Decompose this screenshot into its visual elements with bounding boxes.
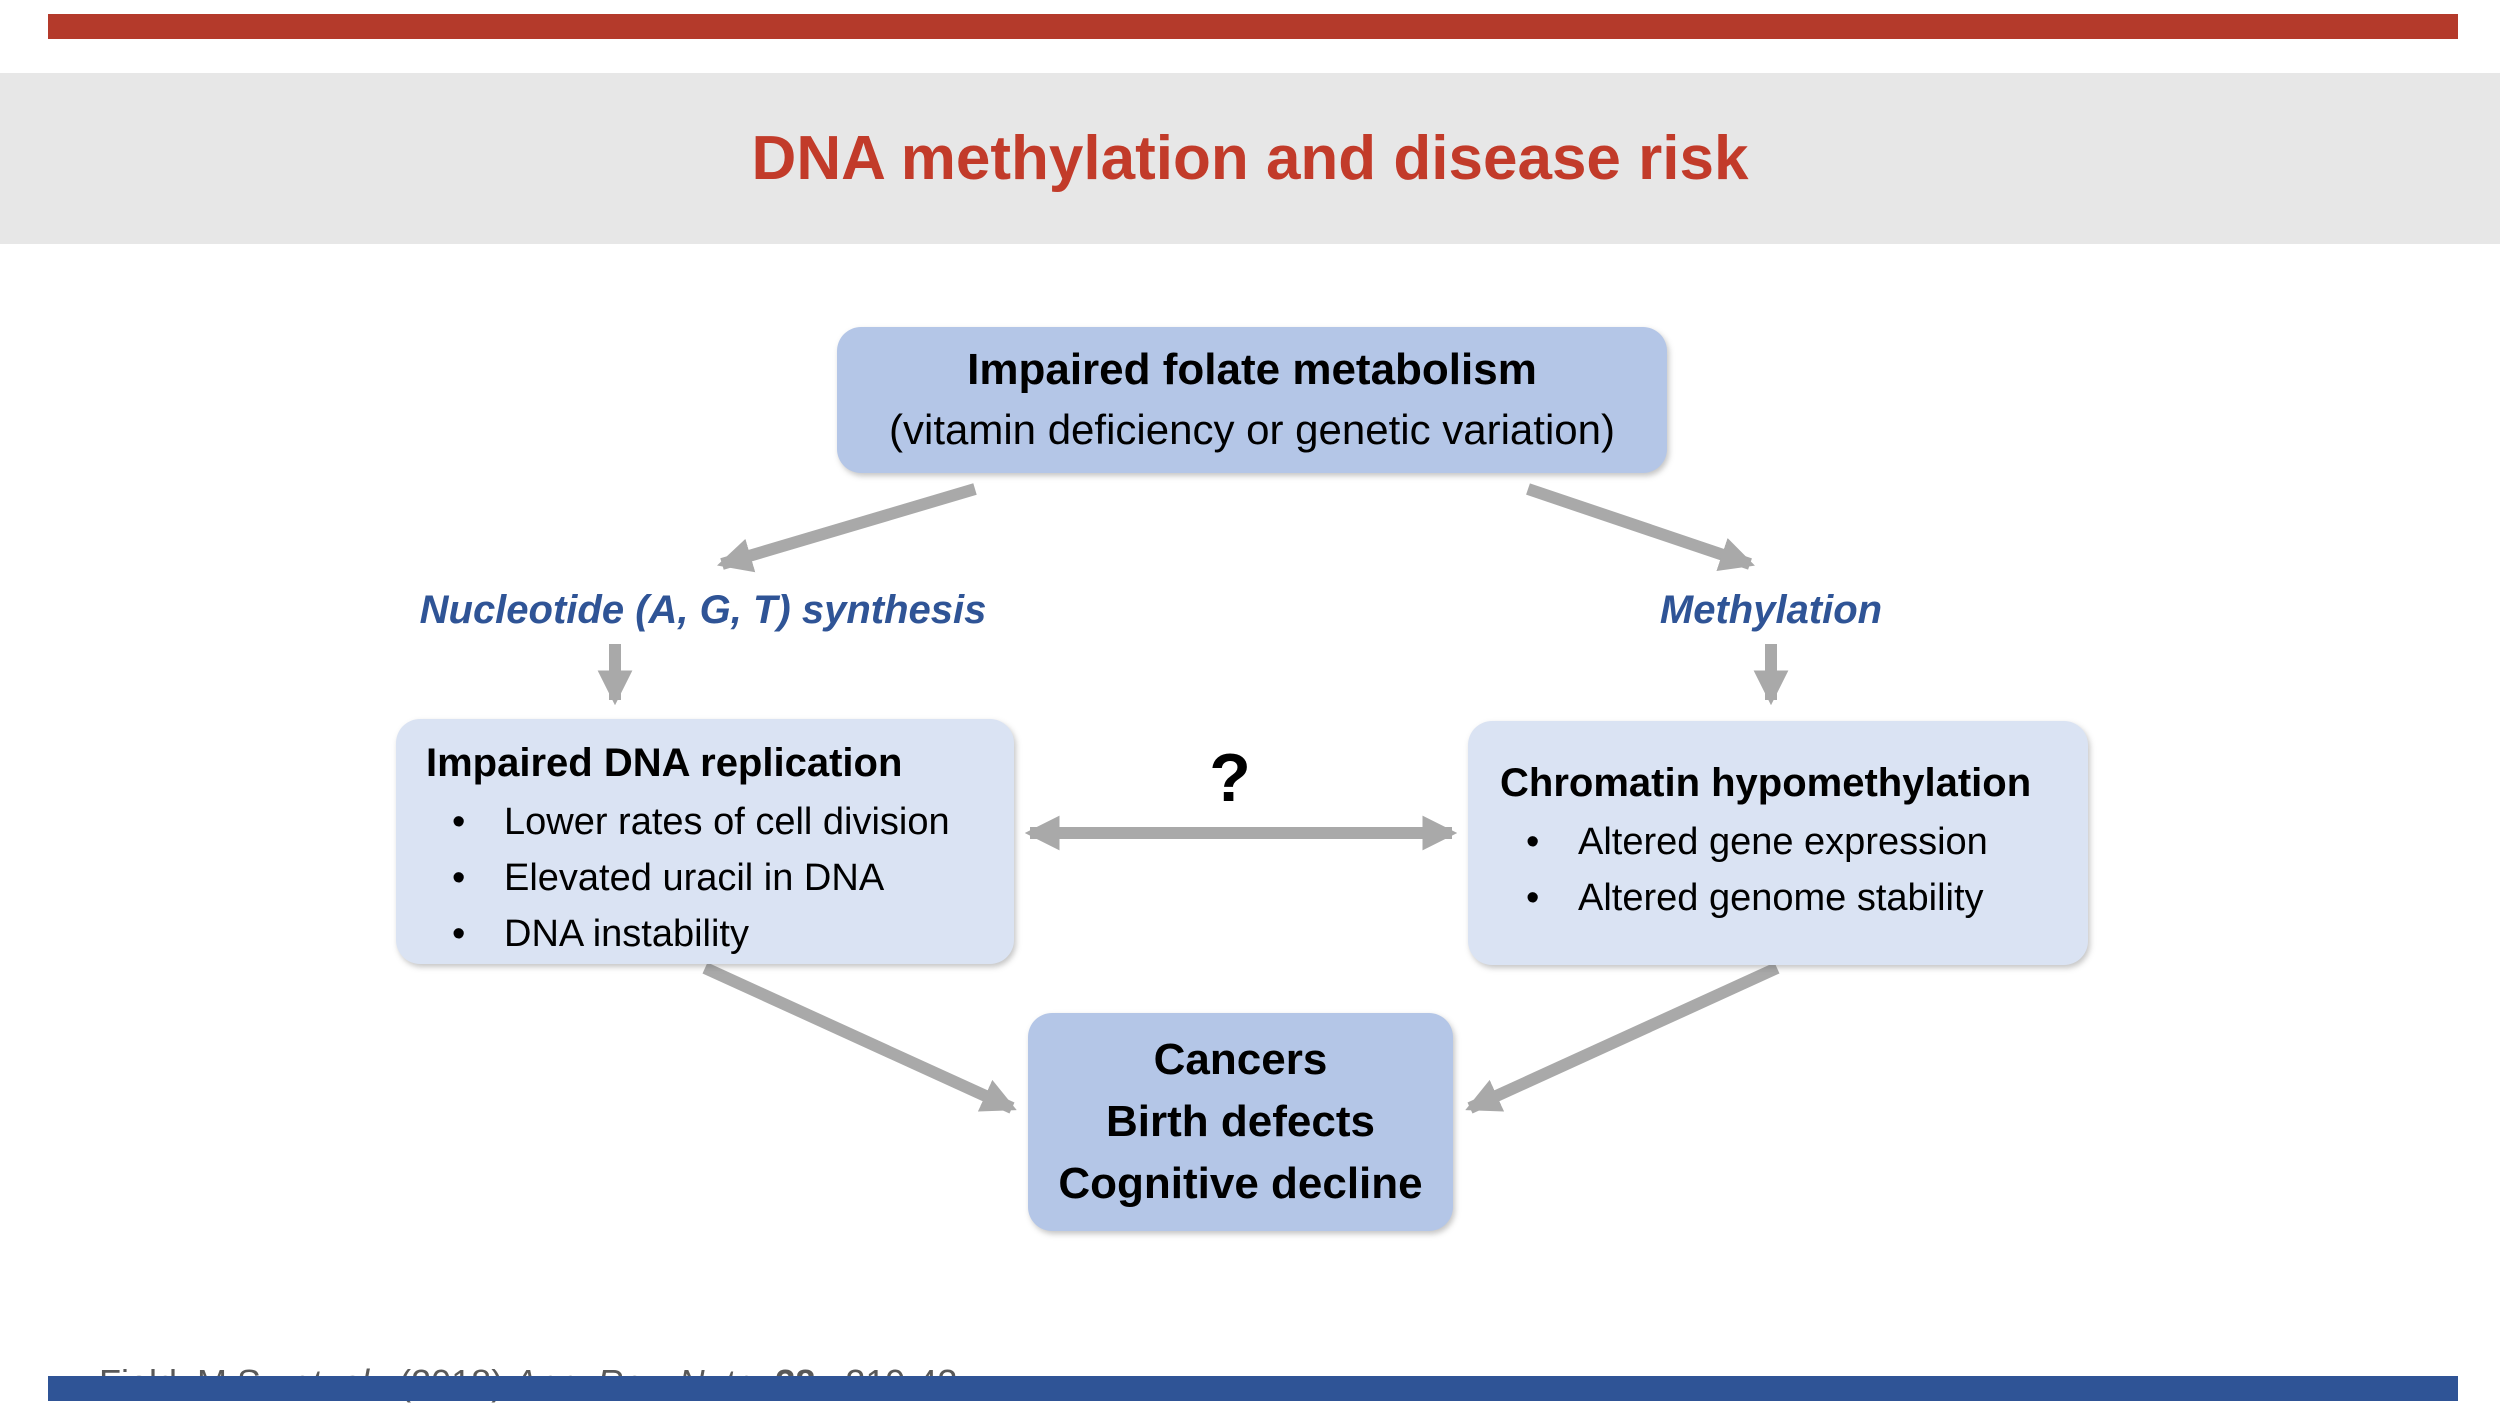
- bullet-item: Altered genome stability: [1526, 870, 2060, 926]
- outcome-line: Cognitive decline: [1058, 1159, 1423, 1208]
- arrow-topbox-to-right-label-icon: [1526, 483, 1755, 572]
- right-branch-label: Methylation: [1659, 588, 1883, 632]
- outcome-line: Birth defects: [1106, 1097, 1375, 1146]
- top-box-subtitle: (vitamin deficiency or genetic variation…: [889, 406, 1615, 453]
- left-box-impaired-dna-replication: Impaired DNA replication Lower rates of …: [396, 719, 1014, 964]
- left-box-title: Impaired DNA replication: [426, 741, 903, 785]
- left-branch-label: Nucleotide (A, G, T) synthesis: [419, 588, 987, 632]
- question-mark-label: ?: [1209, 740, 1251, 816]
- right-box-title: Chromatin hypomethylation: [1500, 760, 2032, 805]
- right-box-chromatin-hypomethylation: Chromatin hypomethylation Altered gene e…: [1468, 721, 2088, 965]
- top-box-title: Impaired folate metabolism: [967, 345, 1537, 394]
- arrow-topbox-to-left-label-icon: [716, 483, 977, 573]
- bottom-accent-bar: [48, 1376, 2458, 1401]
- bullet-item: Elevated uracil in DNA: [452, 850, 986, 906]
- right-box-bullet-list: Altered gene expression Altered genome s…: [1500, 814, 2060, 926]
- slide-title: DNA methylation and disease risk: [751, 124, 1749, 193]
- bullet-item: Lower rates of cell division: [452, 794, 986, 850]
- arrow-rightbox-to-bottombox-icon: [1465, 962, 1780, 1114]
- outcome-line: Cancers: [1153, 1035, 1328, 1084]
- title-band: DNA methylation and disease risk: [0, 73, 2500, 244]
- bullet-item: Altered gene expression: [1526, 814, 2060, 870]
- bullet-item: DNA instability: [452, 906, 986, 962]
- arrow-leftbox-to-bottombox-icon: [702, 962, 1017, 1114]
- top-accent-bar: [48, 14, 2458, 39]
- left-box-bullet-list: Lower rates of cell division Elevated ur…: [426, 794, 986, 962]
- top-box-impaired-folate: Impaired folate metabolism (vitamin defi…: [837, 327, 1667, 473]
- bottom-box-disease-outcomes: Cancers Birth defects Cognitive decline: [1028, 1013, 1453, 1231]
